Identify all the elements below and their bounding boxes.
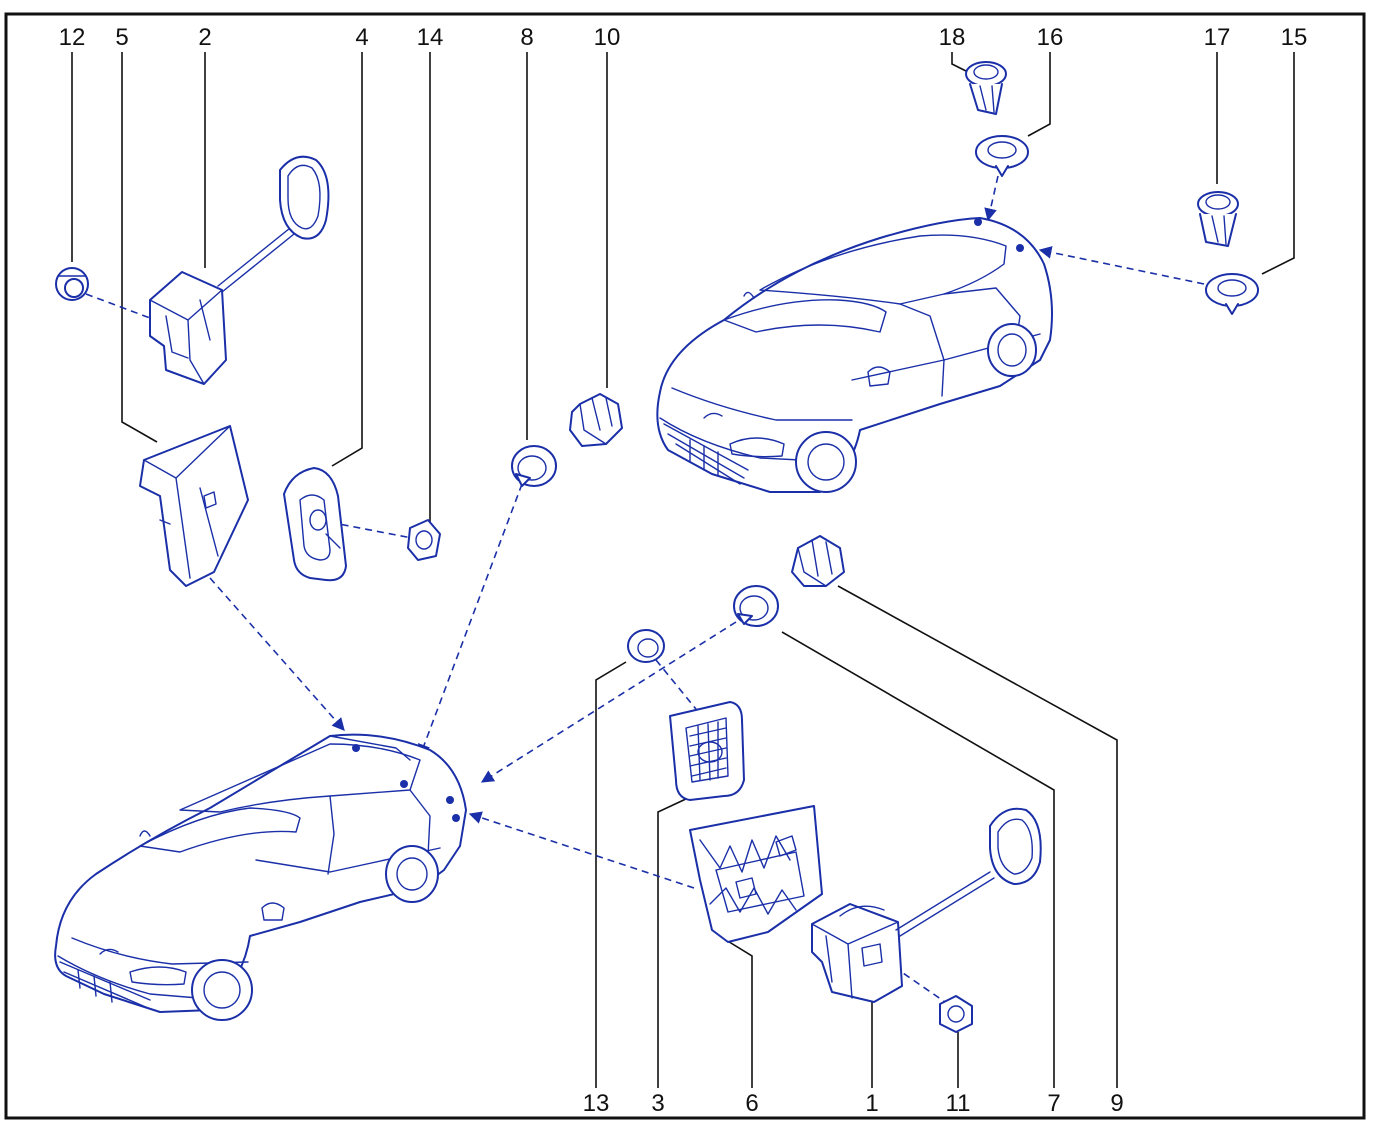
part-10-plug bbox=[569, 393, 623, 447]
leader-4 bbox=[331, 52, 363, 467]
part-13-nut bbox=[627, 629, 665, 663]
callout-15: 15 bbox=[1281, 24, 1308, 51]
callout-7: 7 bbox=[1047, 1090, 1060, 1117]
callout-3: 3 bbox=[651, 1090, 664, 1117]
callout-1: 1 bbox=[865, 1090, 878, 1117]
part-6-housing bbox=[689, 805, 823, 943]
part-5-bracket bbox=[139, 425, 249, 587]
leader-lines bbox=[71, 52, 1295, 1088]
part-12-nut bbox=[55, 267, 89, 301]
assembly-line-5-wagon bbox=[209, 577, 345, 731]
part-1-latch bbox=[811, 807, 1042, 1003]
callout-17: 17 bbox=[1204, 24, 1231, 51]
part-8-grommet bbox=[511, 445, 557, 487]
assembly-line-7-wagon bbox=[480, 621, 737, 783]
callout-6: 6 bbox=[745, 1090, 758, 1117]
callout-11: 11 bbox=[946, 1090, 971, 1117]
callout-12: 12 bbox=[59, 24, 86, 51]
callout-4: 4 bbox=[355, 24, 368, 51]
part-18-clip bbox=[965, 61, 1007, 115]
assembly-line-16-coupe bbox=[984, 175, 999, 222]
wagon-car-illustration bbox=[54, 733, 467, 1021]
part-7-grommet bbox=[733, 585, 779, 627]
callout-16: 16 bbox=[1037, 24, 1064, 51]
callout-18: 18 bbox=[939, 24, 966, 51]
leader-6 bbox=[725, 939, 753, 1088]
callout-10: 10 bbox=[594, 24, 621, 51]
callout-5: 5 bbox=[115, 24, 128, 51]
part-11-nut bbox=[939, 995, 973, 1033]
part-3-grille-cover bbox=[669, 701, 745, 801]
part-4-cover bbox=[283, 467, 347, 582]
callout-13: 13 bbox=[583, 1090, 610, 1117]
leader-16 bbox=[1027, 52, 1051, 137]
leader-18 bbox=[951, 52, 969, 73]
leader-15 bbox=[1261, 52, 1295, 275]
part-9-plug bbox=[791, 535, 845, 587]
coupe-car-illustration bbox=[656, 217, 1053, 493]
assembly-line-12-2 bbox=[85, 293, 151, 319]
part-14-nut bbox=[407, 519, 441, 561]
leader-9 bbox=[837, 585, 1118, 1088]
assembly-line-6-wagon bbox=[468, 811, 695, 889]
part-16-grommet bbox=[975, 135, 1029, 177]
part-2-latch bbox=[149, 155, 330, 385]
part-15-grommet bbox=[1205, 273, 1259, 315]
callout-9: 9 bbox=[1110, 1090, 1123, 1117]
leader-13 bbox=[595, 661, 627, 1088]
callout-2: 2 bbox=[198, 24, 211, 51]
part-17-clip bbox=[1197, 191, 1239, 247]
callout-8: 8 bbox=[520, 24, 533, 51]
callout-14: 14 bbox=[417, 24, 444, 51]
leader-7 bbox=[781, 631, 1055, 1088]
assembly-line-15-coupe bbox=[1038, 246, 1205, 285]
leader-3 bbox=[657, 797, 689, 1088]
assembly-line-8-wagon bbox=[418, 483, 523, 758]
diagram-frame bbox=[4, 12, 1366, 1120]
leader-5 bbox=[121, 52, 158, 443]
